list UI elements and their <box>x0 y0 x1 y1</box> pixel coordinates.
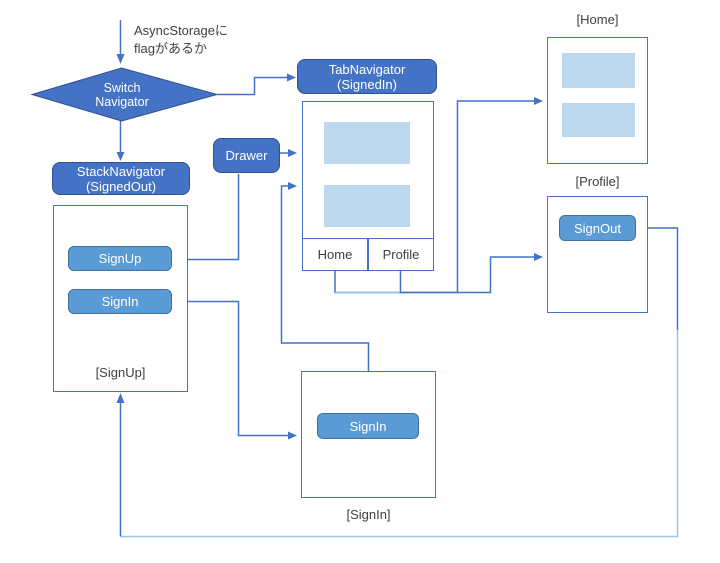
asyncstorage-annotation: AsyncStorageに flagがあるか <box>134 23 228 56</box>
conn-switch-to-tabnav <box>217 73 296 96</box>
home-screen-content-block-1 <box>562 53 635 88</box>
conn-signinscreen-to-tabscreen <box>280 182 370 413</box>
tab-home: Home <box>302 238 368 271</box>
sign-out-button: SignOut <box>559 215 636 241</box>
sign-up-button: SignUp <box>68 246 172 271</box>
conn-switch-to-stacknav <box>116 121 125 161</box>
tab-screen-content-block-1 <box>324 122 410 164</box>
home-screen-label: [Home] <box>576 12 619 27</box>
conn-signout-to-signup-screen <box>116 227 679 538</box>
signup-screen-label: [SignUp] <box>95 365 146 380</box>
tab-navigator-node: TabNavigator (SignedIn) <box>297 59 437 94</box>
conn-signup-to-drawer <box>172 174 240 261</box>
drawer-node: Drawer <box>213 138 280 173</box>
signin-screen-sign-in-button: SignIn <box>317 413 419 439</box>
signin-screen-label: [SignIn] <box>346 507 391 522</box>
home-screen-content-block-2 <box>562 103 635 137</box>
conn-drawer-to-tabscreen <box>280 149 297 157</box>
profile-screen-frame <box>547 196 648 313</box>
conn-signin-to-signin-screen <box>172 300 297 440</box>
stack-navigator-node: StackNavigator (SignedOut) <box>52 162 190 195</box>
conn-profiletab-to-profilescreen <box>399 253 543 294</box>
tab-profile: Profile <box>368 238 434 271</box>
tab-screen-content-block-2 <box>324 185 410 227</box>
conn-start-to-switch <box>116 20 125 64</box>
switch-navigator-label: Switch Navigator <box>95 81 149 109</box>
sign-in-button: SignIn <box>68 289 172 314</box>
profile-screen-label: [Profile] <box>575 174 620 189</box>
